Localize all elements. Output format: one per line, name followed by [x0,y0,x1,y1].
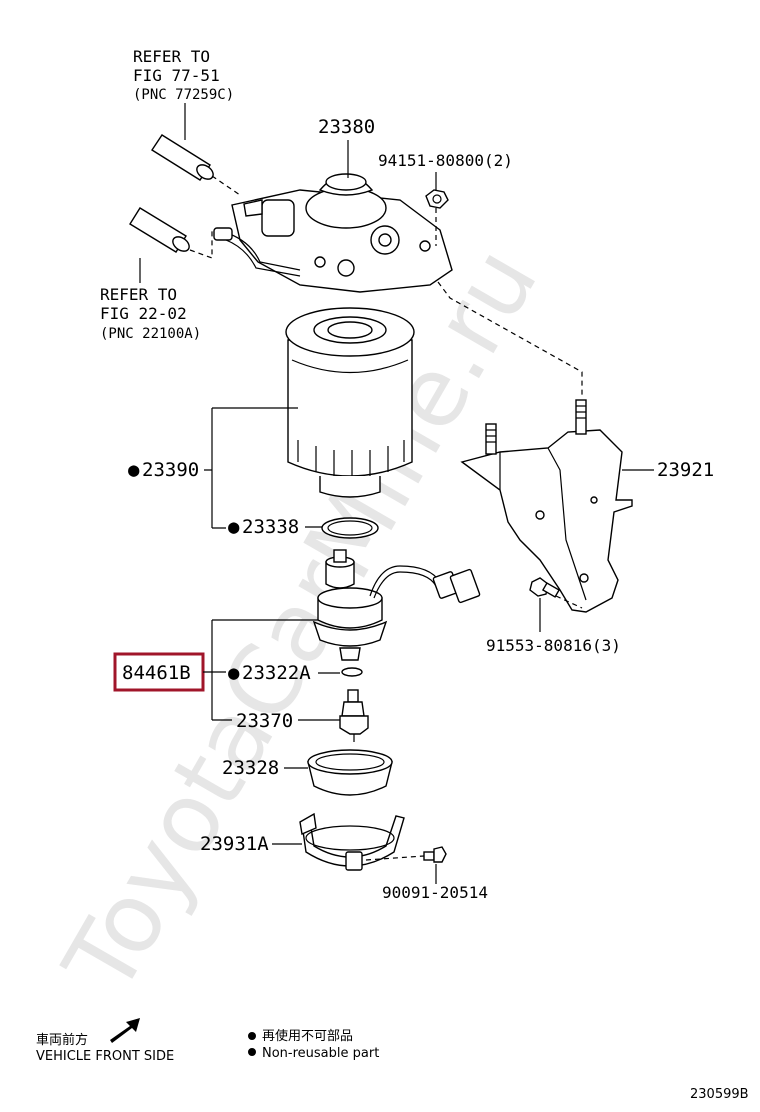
refer-top-line2: FIG 77-51 [133,66,220,85]
highlight-box-84461B [113,652,205,692]
label-23328[interactable]: 23328 [222,757,279,779]
label-23931A[interactable]: 23931A [200,833,269,855]
label-23921[interactable]: 23921 [657,459,714,481]
refer-bottom-line1: REFER TO [100,285,177,304]
label-23322A[interactable]: 23322A [242,662,311,684]
bullet-23338: ● [228,516,240,538]
nut-94151-illustration [425,172,449,246]
front-label-en: VEHICLE FRONT SIDE [36,1049,174,1064]
bullet-icon [248,1032,256,1040]
nonreuse-label-en: Non-reusable part [262,1046,379,1061]
label-91553-80816[interactable]: 91553-80816(3) [486,636,621,655]
label-23380[interactable]: 23380 [318,116,375,138]
bolt-91553-illustration [529,577,583,632]
refer-top-line1: REFER TO [133,47,210,66]
refer-bottom: REFER TO FIG 22-02 (PNC 22100A) [100,285,201,342]
bullet-23390: ● [128,459,140,481]
water-sensor-illustration [312,549,481,661]
label-23370[interactable]: 23370 [236,710,293,732]
label-23390[interactable]: 23390 [142,459,199,481]
bullet-23322A: ● [228,662,240,684]
filter-head-illustration [213,173,453,293]
nonreuse-label-jp: 再使用不可部品 [262,1028,353,1044]
front-label-jp: 車両前方 [36,1032,88,1048]
vehicle-front-legend: 車両前方 VEHICLE FRONT SIDE [36,1018,174,1064]
front-arrow-icon [110,1018,140,1043]
label-23338[interactable]: 23338 [242,516,299,538]
label-94151-80800[interactable]: 94151-80800(2) [378,151,513,170]
refer-top-line3: (PNC 77259C) [133,87,234,103]
figure-code: 230599B [690,1087,749,1102]
nonreusable-legend: 再使用不可部品 Non-reusable part [248,1028,379,1061]
refer-bottom-line3: (PNC 22100A) [100,326,201,342]
refer-bottom-line2: FIG 22-02 [100,304,187,323]
refer-top: REFER TO FIG 77-51 (PNC 77259C) [133,47,234,103]
label-84461B[interactable]: 84461B [122,662,191,684]
sediment-cup-illustration [307,749,393,796]
drain-plug-illustration [339,689,369,742]
filter-cartridge-illustration [285,307,415,498]
hose-illustrations [129,103,241,283]
label-90091-20514[interactable]: 90091-20514 [382,883,488,902]
bracket-illustration [437,281,633,613]
o-ring-illustration [341,667,363,677]
clamp-illustration [299,812,405,871]
bullet-icon [248,1048,256,1056]
bolt-90091-illustration [365,846,447,863]
